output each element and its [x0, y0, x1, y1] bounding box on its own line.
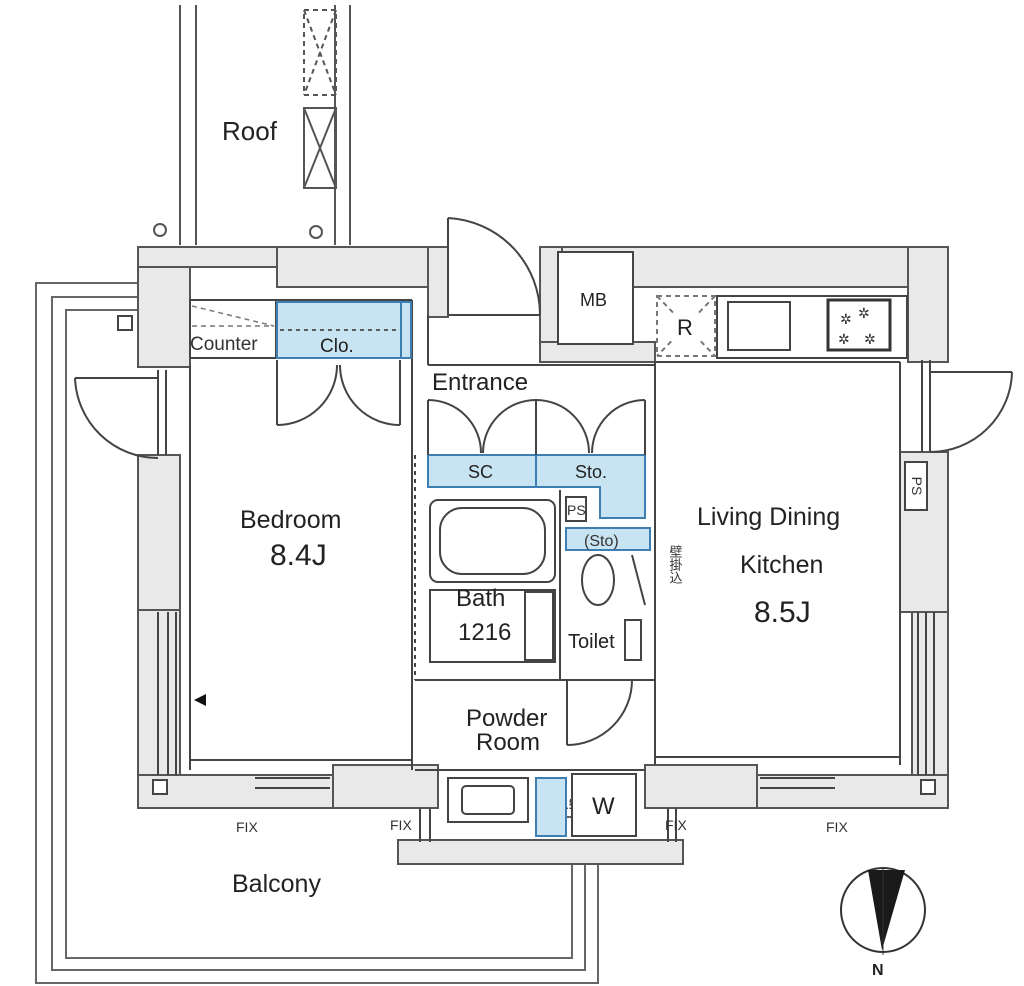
bedroom-label: Bedroom [240, 506, 341, 534]
toilet-fixture [581, 554, 646, 661]
north-arrow-icon [840, 867, 926, 955]
entrance-label: Entrance [432, 369, 528, 396]
roof-label: Roof [222, 116, 278, 146]
bedroom-balcony-door[interactable] [74, 377, 159, 459]
ps-side-label: PS [909, 477, 925, 496]
kitchen-sink [727, 301, 791, 351]
storage-label: Sto. [575, 462, 607, 482]
refrigerator-space [656, 295, 716, 357]
svg-text:✲: ✲ [840, 312, 852, 328]
shoe-cabinet-label: SC [468, 462, 493, 482]
vanity-sink [447, 777, 529, 823]
fix-label-4: FIX [826, 819, 848, 835]
ps-small-label: PS [567, 502, 586, 518]
powder-label-2: Room [476, 729, 540, 756]
toilet-door[interactable] [566, 679, 633, 746]
washer-label: W [592, 793, 615, 820]
windows [157, 360, 935, 842]
balcony-outline [35, 282, 599, 984]
ldk-size: 8.5J [754, 596, 811, 629]
bedroom-size: 8.4J [270, 539, 327, 572]
fix-label-2: FIX [390, 817, 412, 833]
stove-icon [826, 298, 892, 352]
linen-cabinet [535, 777, 567, 837]
balcony-label: Balcony [232, 870, 321, 898]
ldk-label-1: Living Dining [697, 503, 840, 531]
meter-box [557, 251, 634, 345]
entrance-door[interactable] [447, 217, 542, 316]
bath-label: Bath [456, 585, 505, 612]
north-label: N [872, 962, 884, 979]
ldk-label-2: Kitchen [740, 551, 823, 579]
bath-size: 1216 [458, 619, 511, 646]
toilet-label: Toilet [568, 631, 615, 653]
closet-doors[interactable] [276, 360, 401, 426]
svg-text:✲: ✲ [838, 332, 850, 348]
mb-label: MB [580, 290, 607, 310]
cabinet-doors[interactable] [427, 399, 646, 455]
ldk-side-door[interactable] [929, 371, 1013, 453]
closet-label: Clo. [320, 336, 354, 357]
svg-text:✲: ✲ [864, 332, 876, 348]
counter-label: Counter [190, 334, 258, 355]
fix-label-3: FIX [665, 817, 687, 833]
washer [571, 773, 637, 837]
corner-posts [152, 779, 936, 795]
bathtub [429, 499, 556, 663]
svg-text:✲: ✲ [858, 306, 870, 322]
built-in-note: 壁掛込 [668, 545, 683, 584]
ps-small [565, 496, 587, 522]
interior-walls [189, 299, 901, 771]
roof-area [153, 5, 351, 245]
arrow-marker-icon [194, 694, 206, 706]
powder-label-1: Powder [466, 705, 547, 732]
ps-side [904, 461, 928, 511]
toilet-storage [565, 527, 651, 551]
toilet-storage-label: (Sto) [584, 533, 619, 550]
outlet-icon [117, 315, 133, 331]
fix-label-1: FIX [236, 819, 258, 835]
refrigerator-label: R [677, 315, 693, 340]
